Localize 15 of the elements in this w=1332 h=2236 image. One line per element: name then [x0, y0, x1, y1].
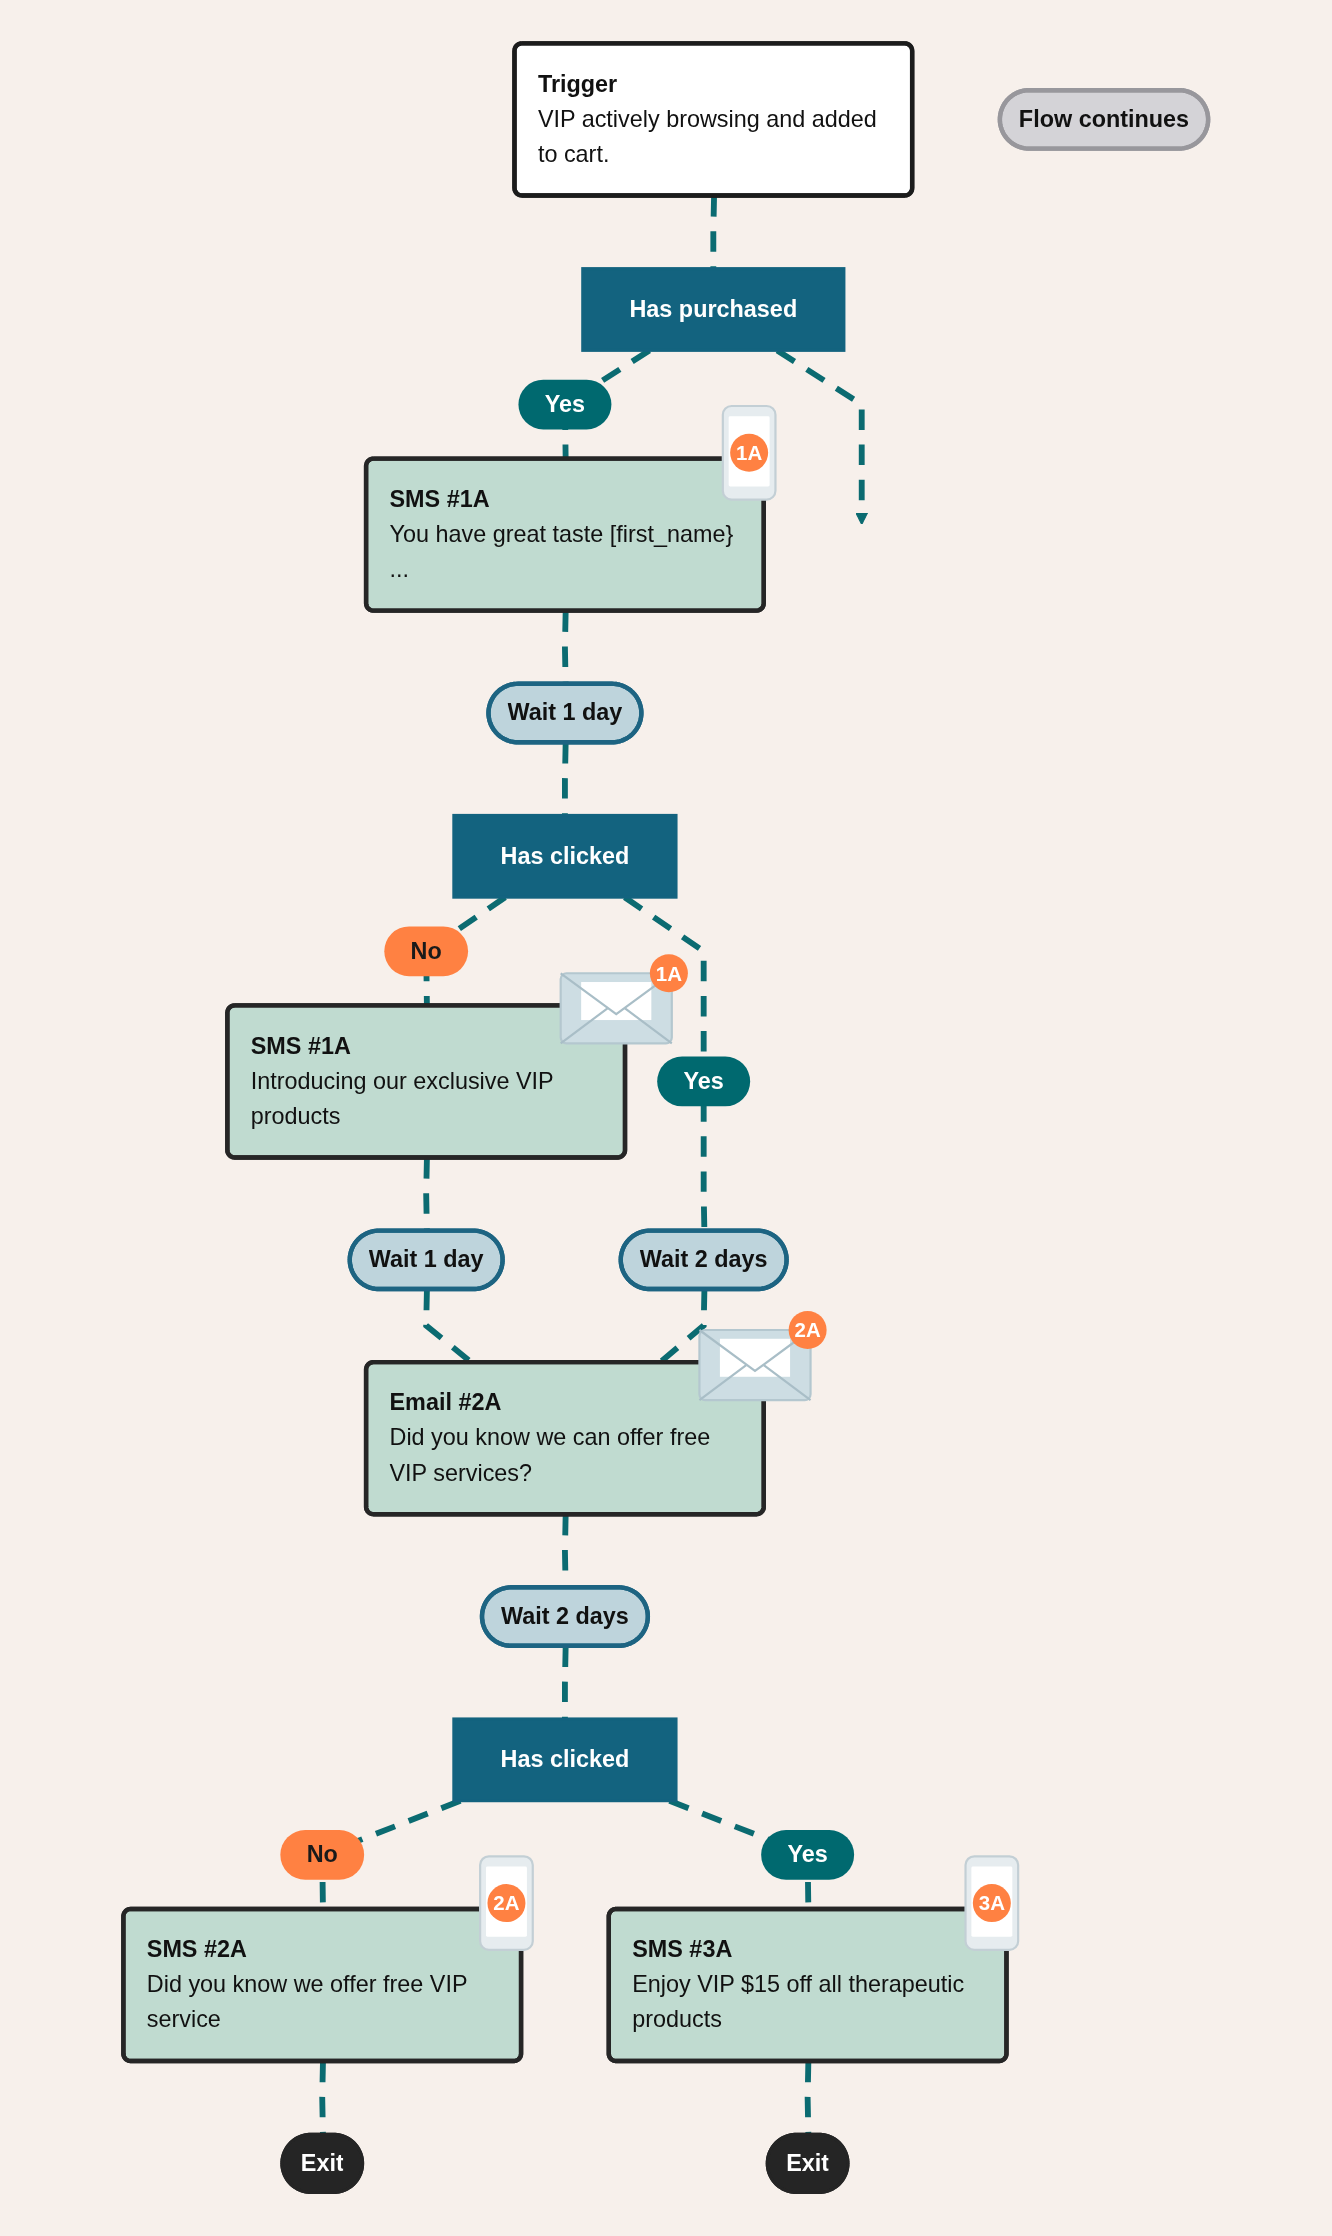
step-number: 2A [788, 1311, 827, 1349]
edge-label: No [306, 1841, 339, 1867]
node-box: Has purchased [581, 267, 846, 352]
node-box: Has clicked [452, 1717, 678, 1803]
edge-label: Yes [544, 391, 586, 417]
step-number: 2A [487, 1884, 526, 1923]
connector [319, 2061, 327, 2135]
connector [804, 2061, 812, 2135]
edge-label: No [410, 938, 443, 964]
node-box: Has clicked [452, 813, 678, 899]
step-number: 1A [650, 954, 689, 993]
edge-label: Yes [787, 1841, 829, 1867]
step-number: 3A [973, 1884, 1012, 1923]
edge-label: Yes [683, 1068, 725, 1094]
step-number: 1A [730, 433, 769, 472]
